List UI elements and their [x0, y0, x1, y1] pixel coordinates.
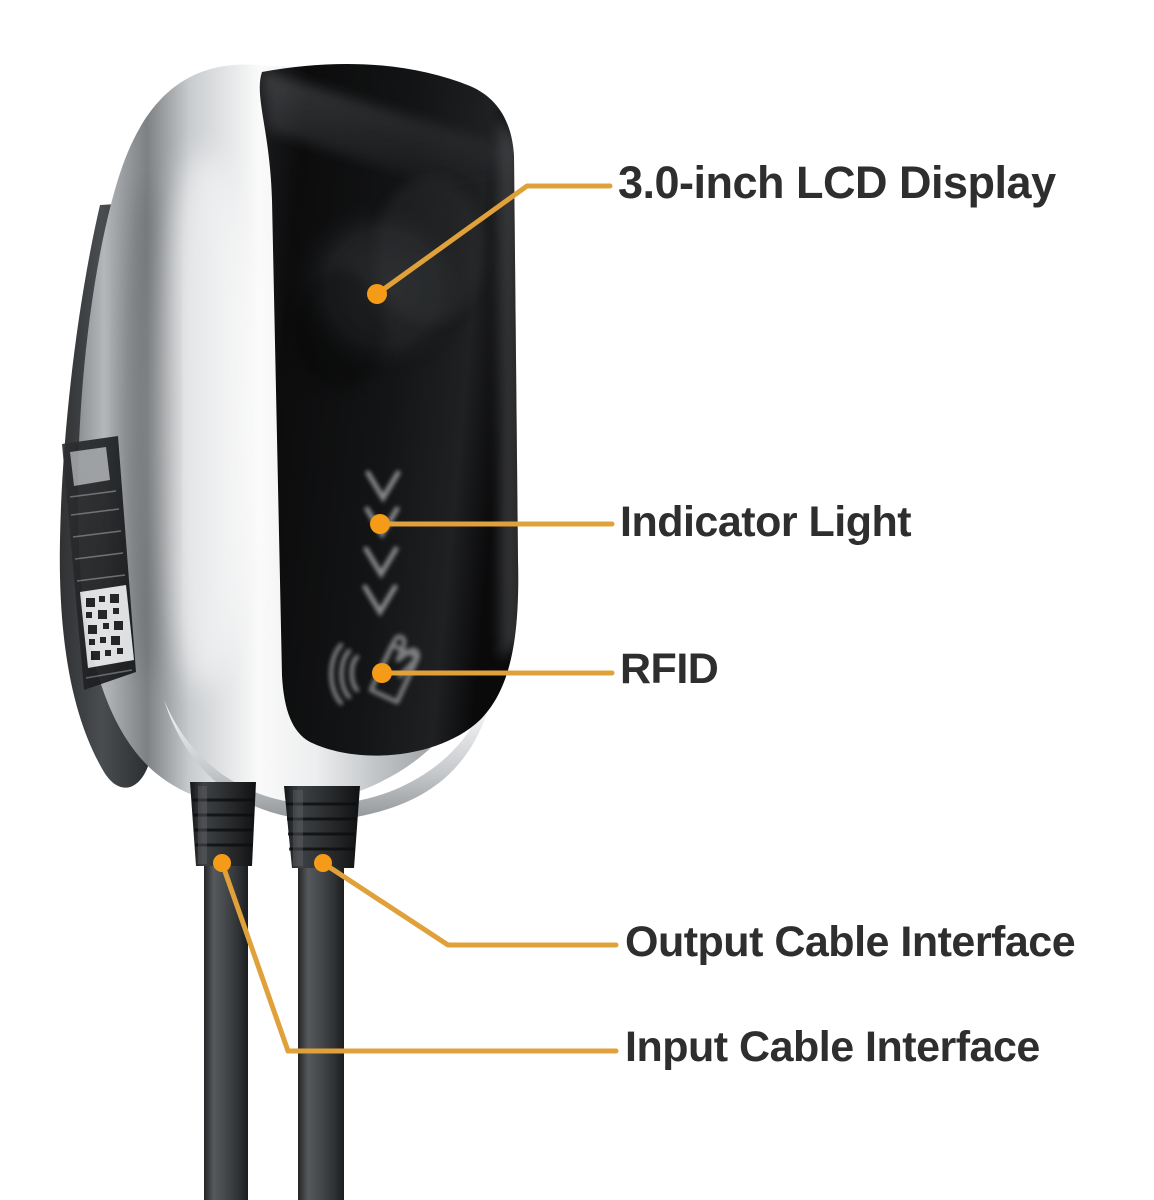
chrome-highlight — [154, 152, 258, 688]
leader-line-input — [219, 860, 619, 1054]
rfid-hand-icon — [378, 634, 421, 679]
lcd-reflection — [376, 176, 484, 324]
chevron-down-icon — [362, 584, 398, 617]
output-cable — [284, 786, 360, 1200]
output-cable-gland — [284, 786, 360, 868]
spec-rating-label — [62, 436, 136, 690]
rfid-wave-icon — [349, 654, 360, 693]
chevron-down-icon — [364, 506, 400, 539]
leader-line-output — [320, 860, 619, 948]
chevron-down-icon — [363, 546, 399, 579]
lcd-shade — [294, 270, 386, 390]
chrome-shadow-stripe — [126, 180, 166, 680]
rfid-wave-icon — [329, 642, 344, 706]
leader-line-lcd — [374, 183, 613, 297]
panel-top-sheen — [262, 70, 516, 210]
callout-label-output-cable-interface: Output Cable Interface — [625, 918, 1076, 966]
callout-label-indicator-light: Indicator Light — [620, 498, 912, 546]
indicator-light[interactable] — [362, 470, 401, 617]
input-cable — [190, 782, 256, 1200]
callout-label-input-cable-interface: Input Cable Interface — [625, 1023, 1040, 1071]
rfid-reader[interactable] — [329, 634, 421, 706]
input-cable-gland — [190, 782, 256, 866]
leader-dot-indicator — [370, 514, 390, 534]
callout-label-lcd-display: 3.0-inch LCD Display — [618, 157, 1056, 208]
rfid-wave-icon — [339, 648, 352, 700]
leader-dot-rfid — [372, 663, 392, 683]
leader-dot-input — [213, 854, 231, 872]
leader-dot-output — [314, 854, 332, 872]
callout-label-rfid: RFID — [620, 645, 719, 693]
chevron-down-icon — [365, 470, 401, 503]
qr-code — [80, 585, 134, 668]
leader-dot-lcd — [367, 284, 387, 304]
